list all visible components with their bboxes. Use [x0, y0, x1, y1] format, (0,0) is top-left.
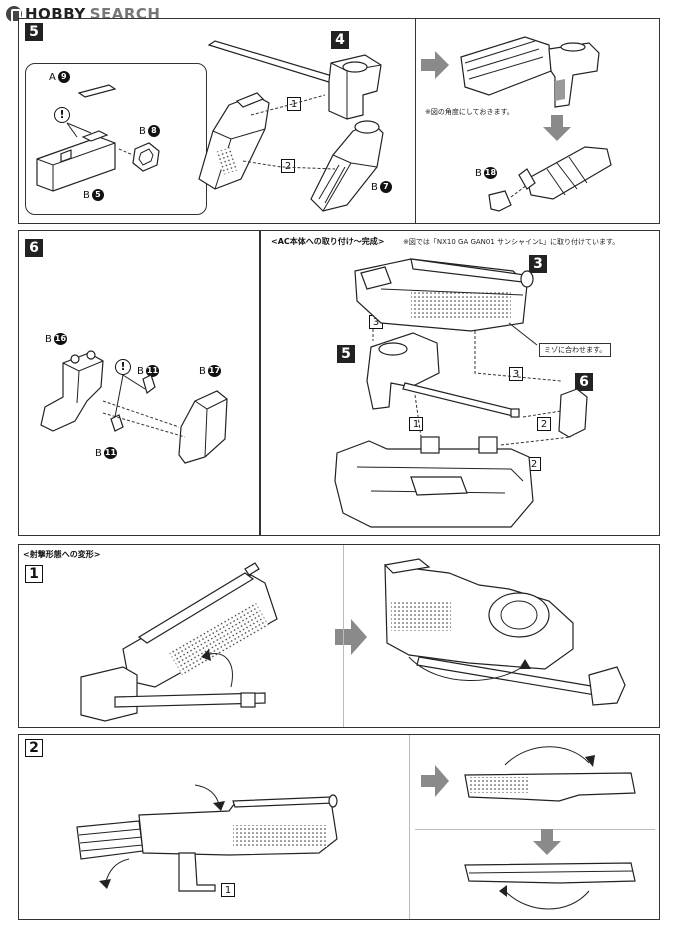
part-letter: B: [371, 181, 378, 193]
transform-step2-left-drawing: [76, 784, 338, 892]
step5-inset-drawing: [36, 84, 160, 192]
part-number-badge: 5: [91, 189, 104, 201]
transform-step2-right-drawing: [421, 746, 636, 910]
transform-step2-callout: 1: [221, 883, 235, 897]
transform-step1-panel: <射撃形態への変形> 1: [18, 544, 660, 728]
part-label-b11-bottom: B 11: [95, 447, 118, 459]
part-number-badge: 11: [103, 447, 118, 459]
part-number-badge: 8: [147, 125, 160, 137]
part-label-b17: B 17: [199, 365, 222, 377]
step5-main-drawing: [198, 40, 384, 212]
step5-number: 5: [25, 23, 43, 41]
transform-heading: <射撃形態への変形>: [23, 550, 101, 559]
route-marker-1: 1: [287, 97, 301, 111]
step5-right-drawing: [421, 36, 612, 212]
step6-drawing: [40, 350, 228, 464]
warning-icon: !: [115, 359, 131, 375]
part-label-b16: B 16: [45, 333, 68, 345]
route-marker-2a: 2: [537, 417, 551, 431]
callout-step-5: 5: [337, 345, 355, 363]
callout-step-4: 4: [331, 31, 349, 49]
transform-step1-number: 1: [25, 565, 43, 583]
part-letter: A: [49, 71, 56, 83]
part-letter: B: [83, 189, 90, 201]
part-number-badge: 18: [483, 167, 498, 179]
transform-step1-left-drawing: [80, 562, 367, 722]
part-letter: B: [95, 447, 102, 459]
part-label-b8: B 8: [139, 125, 160, 137]
ac-attach-note: ※図では「NX10 GA GAN01 サンシャインL」に取り付けています。: [403, 238, 620, 246]
step5-panel: 5 A 9 ! B 8 B 5 4 1 2 B 7: [18, 18, 660, 224]
step5-note: ※図の角度にしておきます。: [425, 108, 514, 116]
part-label-b5: B 5: [83, 189, 104, 201]
ac-attach-heading: <AC本体への取り付け～完成>: [271, 237, 385, 246]
transform-step2-number: 2: [25, 739, 43, 757]
step6-number: 6: [25, 239, 43, 257]
ac-attach-panel: <AC本体への取り付け～完成> ※図では「NX10 GA GAN01 サンシャイ…: [260, 230, 660, 536]
part-label-b11-top: B 11: [137, 365, 160, 377]
part-number-badge: 9: [57, 71, 70, 83]
transform-step1-right-drawing: [383, 558, 626, 706]
transform-step2-panel: 2 1: [18, 734, 660, 920]
part-label-b18: B 18: [475, 167, 498, 179]
transform-step2-hdivider: [415, 829, 655, 830]
part-letter: B: [45, 333, 52, 345]
groove-align-tag: ミゾに合わせます。: [539, 343, 612, 357]
step5-divider: [415, 19, 416, 223]
part-number-badge: 17: [207, 365, 222, 377]
part-letter: B: [199, 365, 206, 377]
part-number-badge: 11: [145, 365, 160, 377]
step5-inset-box: [25, 63, 207, 215]
part-letter: B: [137, 365, 144, 377]
callout-step-6: 6: [575, 373, 593, 391]
part-label-b7: B 7: [371, 181, 392, 193]
ac-attach-drawing: [334, 258, 588, 528]
transform-step1-divider: [343, 545, 344, 727]
part-letter: B: [475, 167, 482, 179]
transform-step2-divider: [409, 735, 410, 919]
step6-panel: 6 B 16 ! B 11 B 17 B 11: [18, 230, 260, 536]
part-number-badge: 16: [53, 333, 68, 345]
route-marker-2: 2: [281, 159, 295, 173]
part-label-a9: A 9: [49, 71, 70, 83]
warning-icon: !: [54, 107, 70, 123]
callout-step-3: 3: [529, 255, 547, 273]
part-number-badge: 7: [379, 181, 392, 193]
part-letter: B: [139, 125, 146, 137]
